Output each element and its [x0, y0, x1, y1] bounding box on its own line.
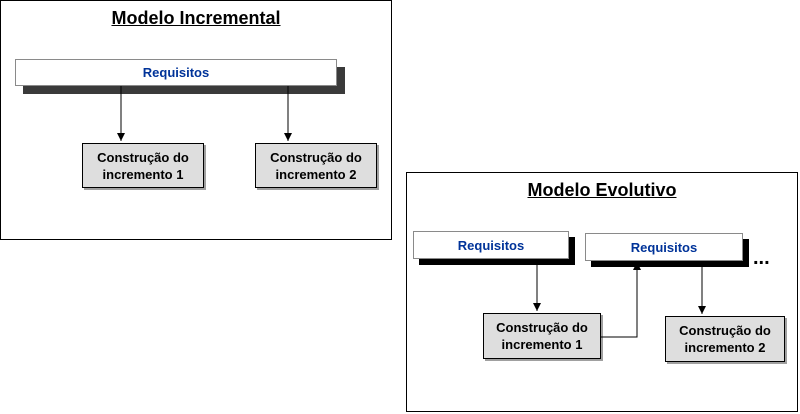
incremental-model-title: Modelo Incremental: [111, 8, 281, 28]
incremental-requirements-box: Requisitos: [15, 59, 345, 95]
incremental-build-2-box: Construção do incremento 2: [255, 143, 377, 188]
incremental-build-2-line2: incremento 2: [275, 166, 357, 182]
evolutivo-build-2-line2: incremento 2: [684, 340, 766, 355]
evolutivo-build-2-line1: Construção do: [679, 323, 771, 338]
evolutivo-build-1-box: Construção do incremento 1: [483, 313, 601, 359]
incremental-build-2-line1: Construção do: [270, 149, 362, 165]
incremental-build-1-line1: Construção do: [97, 149, 189, 165]
incremental-requirements-label: Requisitos: [15, 59, 337, 86]
evolutivo-build-1-line2: incremento 1: [501, 337, 583, 352]
evolutivo-model-title: Modelo Evolutivo: [527, 180, 677, 200]
evolutivo-requirements-1-label: Requisitos: [413, 231, 569, 259]
evolutivo-build-1-line1: Construção do: [496, 320, 588, 335]
incremental-build-1-box: Construção do incremento 1: [82, 143, 204, 188]
evolutivo-requirements-2-box: Requisitos: [585, 233, 749, 269]
evolutivo-arrow-build1-to-req2: [601, 262, 641, 338]
evolutivo-build-2-box: Construção do incremento 2: [665, 316, 785, 362]
evolutivo-requirements-1-box: Requisitos: [413, 231, 575, 267]
evolutivo-requirements-2-label: Requisitos: [585, 233, 743, 261]
continuation-ellipsis: ...: [753, 247, 770, 269]
incremental-model-panel: Modelo Incremental Requisitos Construção…: [0, 0, 392, 240]
incremental-build-1-line2: incremento 1: [102, 166, 184, 182]
evolutivo-model-panel: Modelo Evolutivo Requisitos Requisitos .…: [406, 172, 798, 412]
